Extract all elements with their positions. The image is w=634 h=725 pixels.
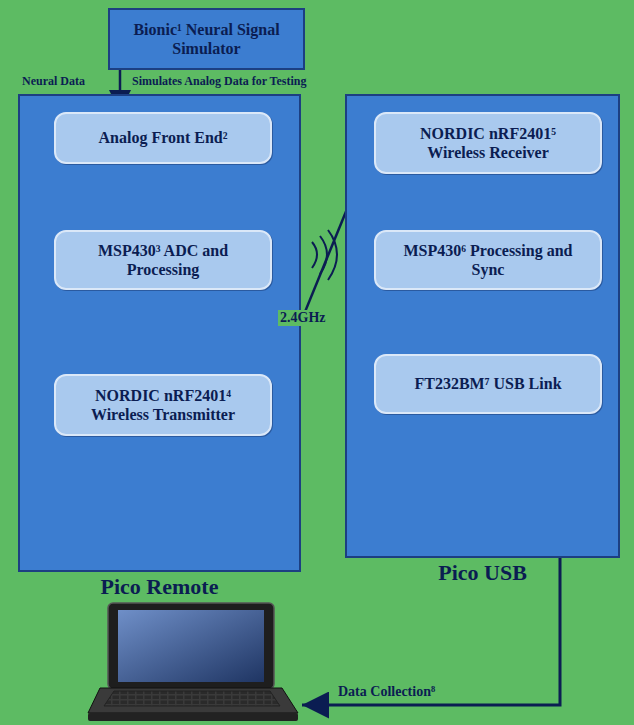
- box-label: NORDIC nRF2401⁴ Wireless Transmitter: [71, 386, 256, 424]
- simulator-box: Bionic¹ Neural Signal Simulator: [108, 8, 305, 70]
- device-panel: Pico RemoteAnalog Front End²MSP430³ ADC …: [18, 94, 301, 572]
- annotation: Simulates Analog Data for Testing: [132, 74, 306, 89]
- box-label: MSP430³ ADC and Processing: [71, 241, 256, 279]
- edge-label: 2.4GHz: [278, 310, 328, 326]
- process-box: NORDIC nRF2401⁵ Wireless Receiver: [374, 112, 602, 174]
- process-box: MSP430³ ADC and Processing: [54, 230, 272, 290]
- process-box: Analog Front End²: [54, 112, 272, 164]
- device-panel: Pico USBNORDIC nRF2401⁵ Wireless Receive…: [345, 94, 620, 558]
- process-box: NORDIC nRF2401⁴ Wireless Transmitter: [54, 374, 272, 436]
- process-box: MSP430⁶ Processing and Sync: [374, 230, 602, 290]
- panel-heading: Pico USB: [347, 560, 618, 586]
- box-label: NORDIC nRF2401⁵ Wireless Receiver: [396, 124, 581, 162]
- box-label: Analog Front End²: [99, 128, 228, 147]
- box-label: MSP430⁶ Processing and Sync: [396, 241, 581, 279]
- box-label: Bionic¹ Neural Signal Simulator: [118, 20, 295, 58]
- panel-heading: Pico Remote: [20, 574, 299, 600]
- edge-label: Neural Data: [22, 74, 85, 89]
- radio-waves: [312, 230, 337, 280]
- process-box: FT232BM⁷ USB Link: [374, 354, 602, 414]
- callout-label: Data Collection⁸: [338, 684, 435, 700]
- box-label: FT232BM⁷ USB Link: [414, 374, 561, 393]
- laptop-illustration: [88, 603, 298, 721]
